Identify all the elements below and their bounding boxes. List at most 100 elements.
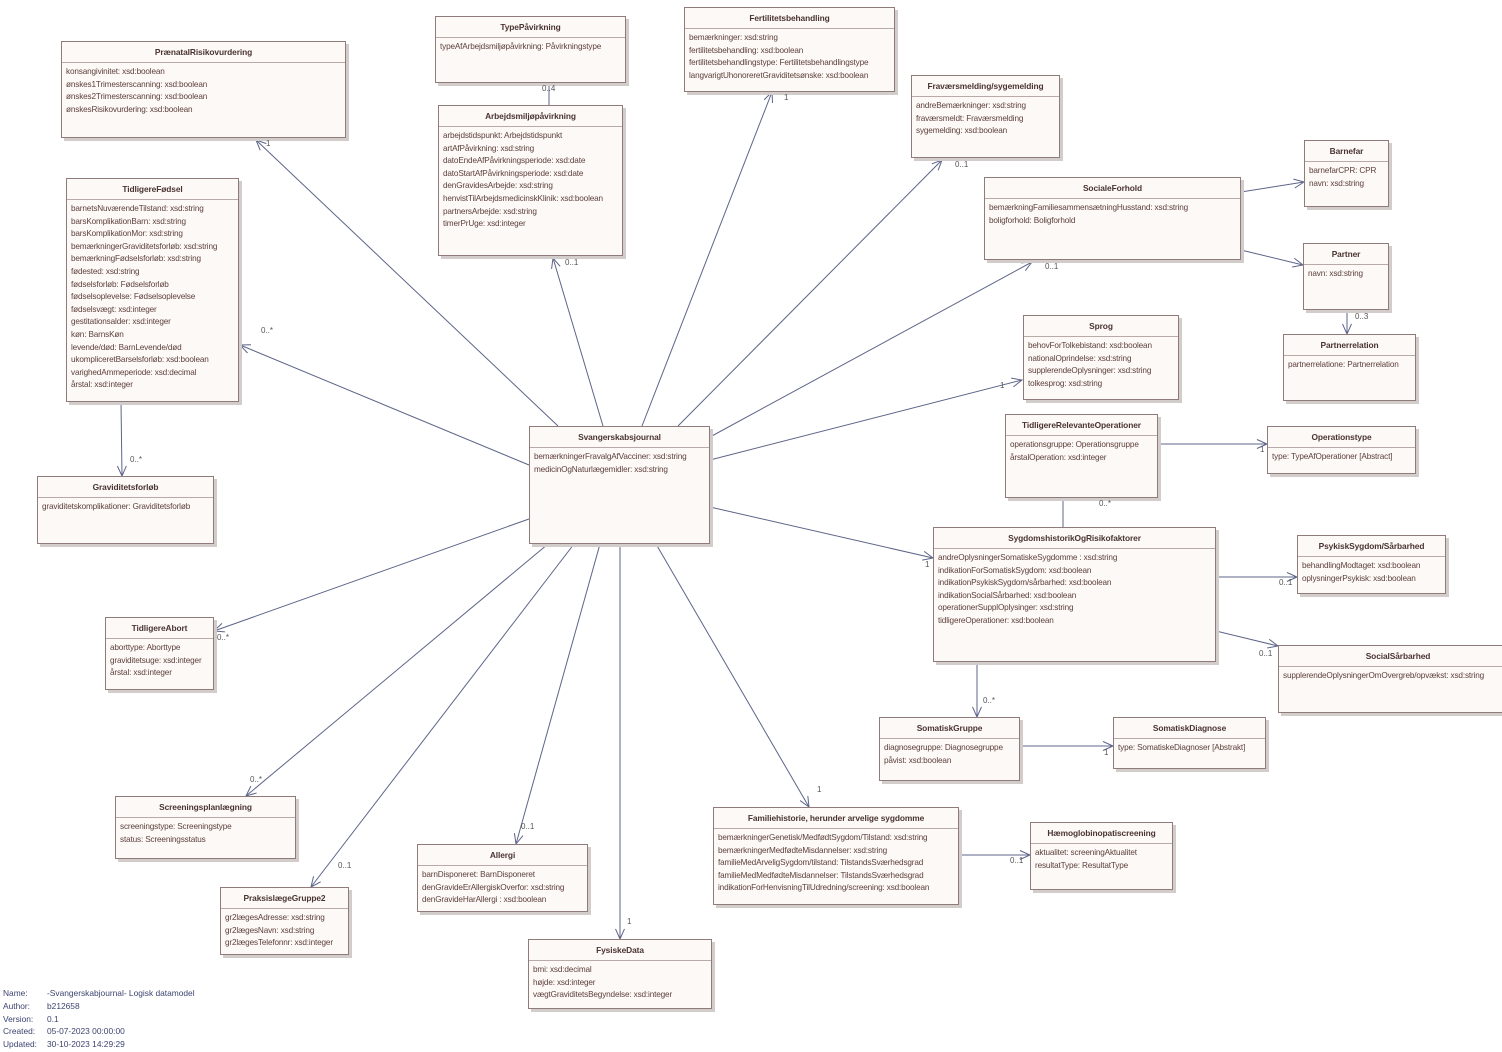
association-svangerskabsjournal-screening[interactable] (245, 543, 549, 797)
multiplicity-label: 0..1 (338, 861, 352, 870)
attribute: diagnosegruppe: Diagnosegruppe (884, 743, 1003, 752)
updated-label: Updated: (3, 1039, 37, 1050)
attribute: ukompliceretBarselsforløb: xsd:boolean (71, 355, 209, 365)
version-label: Version: (3, 1013, 34, 1024)
class-familiehistorie[interactable]: Familiehistorie, herunder arvelige sygdo… (713, 807, 959, 905)
class-fravaer[interactable]: Fraværsmelding/sygemelding andreBemærknin… (911, 75, 1060, 158)
class-name: TidligereFødsel (67, 179, 238, 200)
attribute: graviditetsuge: xsd:integer (110, 655, 202, 665)
attribute: screeningstype: Screeningstype (120, 822, 232, 831)
attribute: indikationSocialSårbarhed: xsd:boolean (938, 590, 1077, 600)
attribute: type: TypeAfOperationer [Abstract] (1272, 452, 1393, 461)
updated-value: 30-10-2023 14:29:29 (47, 1039, 125, 1050)
diagram-info: Name:-Svangerskabjournal- Logisk datamod… (3, 987, 195, 1051)
multiplicity-label: 1 (266, 139, 271, 148)
class-name: Operationstype (1268, 427, 1415, 448)
class-name: SygdomshistorikOgRisikofaktorer (934, 528, 1215, 549)
attribute: bemærkningerMedfødteMisdannelser: xsd:st… (718, 845, 888, 855)
class-name: Partnerrelation (1284, 335, 1415, 356)
association-svangerskabsjournal-sygdomshistorik[interactable] (709, 506, 934, 559)
attribute: langvarigtUhonoreretGraviditetsønske: xs… (689, 70, 869, 80)
multiplicity-label: 0..1 (955, 160, 969, 169)
class-name: Familiehistorie, herunder arvelige sygdo… (714, 808, 958, 829)
association-svangerskabsjournal-allergi[interactable] (515, 543, 601, 845)
multiplicity-label: 1 (1000, 381, 1005, 390)
attribute: ønskes1Trimesterscanning: xsd:boolean (66, 79, 208, 89)
class-name: Sprog (1024, 316, 1178, 337)
association-svangerskabsjournal-sociale[interactable] (709, 261, 1033, 438)
attribute: denGravidesArbejde: xsd:string (443, 181, 553, 191)
association-svangerskabsjournal-sprog[interactable] (709, 379, 1023, 461)
attribute: nationalOprindelse: xsd:string (1028, 353, 1132, 363)
attribute: fødselsvægt: xsd:integer (71, 304, 157, 314)
multiplicity-label: 1 (1104, 748, 1109, 757)
class-partnerrelation[interactable]: Partnerrelation partnerrelatione: Partner… (1283, 334, 1416, 401)
association-svangerskabsjournal-familiehistorie[interactable] (655, 543, 810, 808)
attribute: indikationForHenvisningTilUdredning/scre… (718, 883, 930, 893)
attribute: ønskesRisikovurdering: xsd:boolean (66, 104, 193, 114)
class-name: PraksislægeGruppe2 (221, 888, 348, 909)
attribute: arbejdstidspunkt: Arbejdstidspunkt (443, 131, 563, 140)
class-operationstype[interactable]: Operationstype type: TypeAfOperationer [A… (1267, 426, 1416, 474)
multiplicity-label: 0..1 (1259, 649, 1273, 658)
association-svangerskabsjournal-fravaer[interactable] (677, 159, 943, 427)
class-name: SocialeForhold (985, 178, 1240, 199)
association-svangerskabsjournal-tidligerefodsel[interactable] (239, 344, 530, 466)
attribute: årstalOperation: xsd:integer (1010, 452, 1107, 462)
association-tidligerefodsel-graviditetsforlob[interactable] (120, 401, 123, 477)
attribute: andreBemærkninger: xsd:string (916, 101, 1026, 110)
association-svangerskabsjournal-tidligereabort[interactable] (213, 518, 530, 632)
association-sociale-partner[interactable] (1240, 249, 1304, 266)
attribute-list: type: SomatiskeDiagnoser [Abstrakt] (1114, 739, 1265, 755)
attribute: levende/død: BarnLevende/død (71, 342, 182, 352)
association-svangerskabsjournal-praksislaege[interactable] (310, 543, 575, 888)
multiplicity-label: 0..3 (1355, 312, 1369, 321)
association-svangerskabsjournal-fertilitet[interactable] (641, 91, 773, 427)
open-arrowhead-icon (255, 139, 267, 151)
class-name: SomatiskDiagnose (1114, 718, 1265, 739)
class-name: Fraværsmelding/sygemelding (912, 76, 1059, 97)
association-svangerskabsjournal-praenatal[interactable] (255, 139, 559, 427)
attribute: graviditetskomplikationer: Graviditetsfo… (42, 502, 191, 511)
open-arrowhead-icon (551, 256, 561, 269)
attribute: partnerrelatione: Partnerrelation (1288, 360, 1399, 369)
association-sygdomshistorik-socialsaarbarhed[interactable] (1215, 630, 1279, 647)
class-graviditetsforlob[interactable]: Graviditetsforløb graviditetskomplikation… (37, 476, 214, 544)
attribute: tidligereOperationer: xsd:boolean (938, 615, 1054, 625)
attribute: bmi: xsd:decimal (533, 965, 592, 974)
class-name: Graviditetsforløb (38, 477, 213, 498)
association-sociale-barnefar[interactable] (1240, 181, 1305, 193)
class-name: TypePåvirkning (436, 17, 625, 38)
association-svangerskabsjournal-arbejdsmiljo[interactable] (552, 257, 604, 427)
attribute-list: type: TypeAfOperationer [Abstract] (1268, 448, 1415, 464)
attribute: gr2lægesTelefonnr: xsd:integer (225, 938, 333, 948)
open-arrowhead-icon (1020, 261, 1034, 272)
attribute: timerPrUge: xsd:integer (443, 219, 526, 229)
